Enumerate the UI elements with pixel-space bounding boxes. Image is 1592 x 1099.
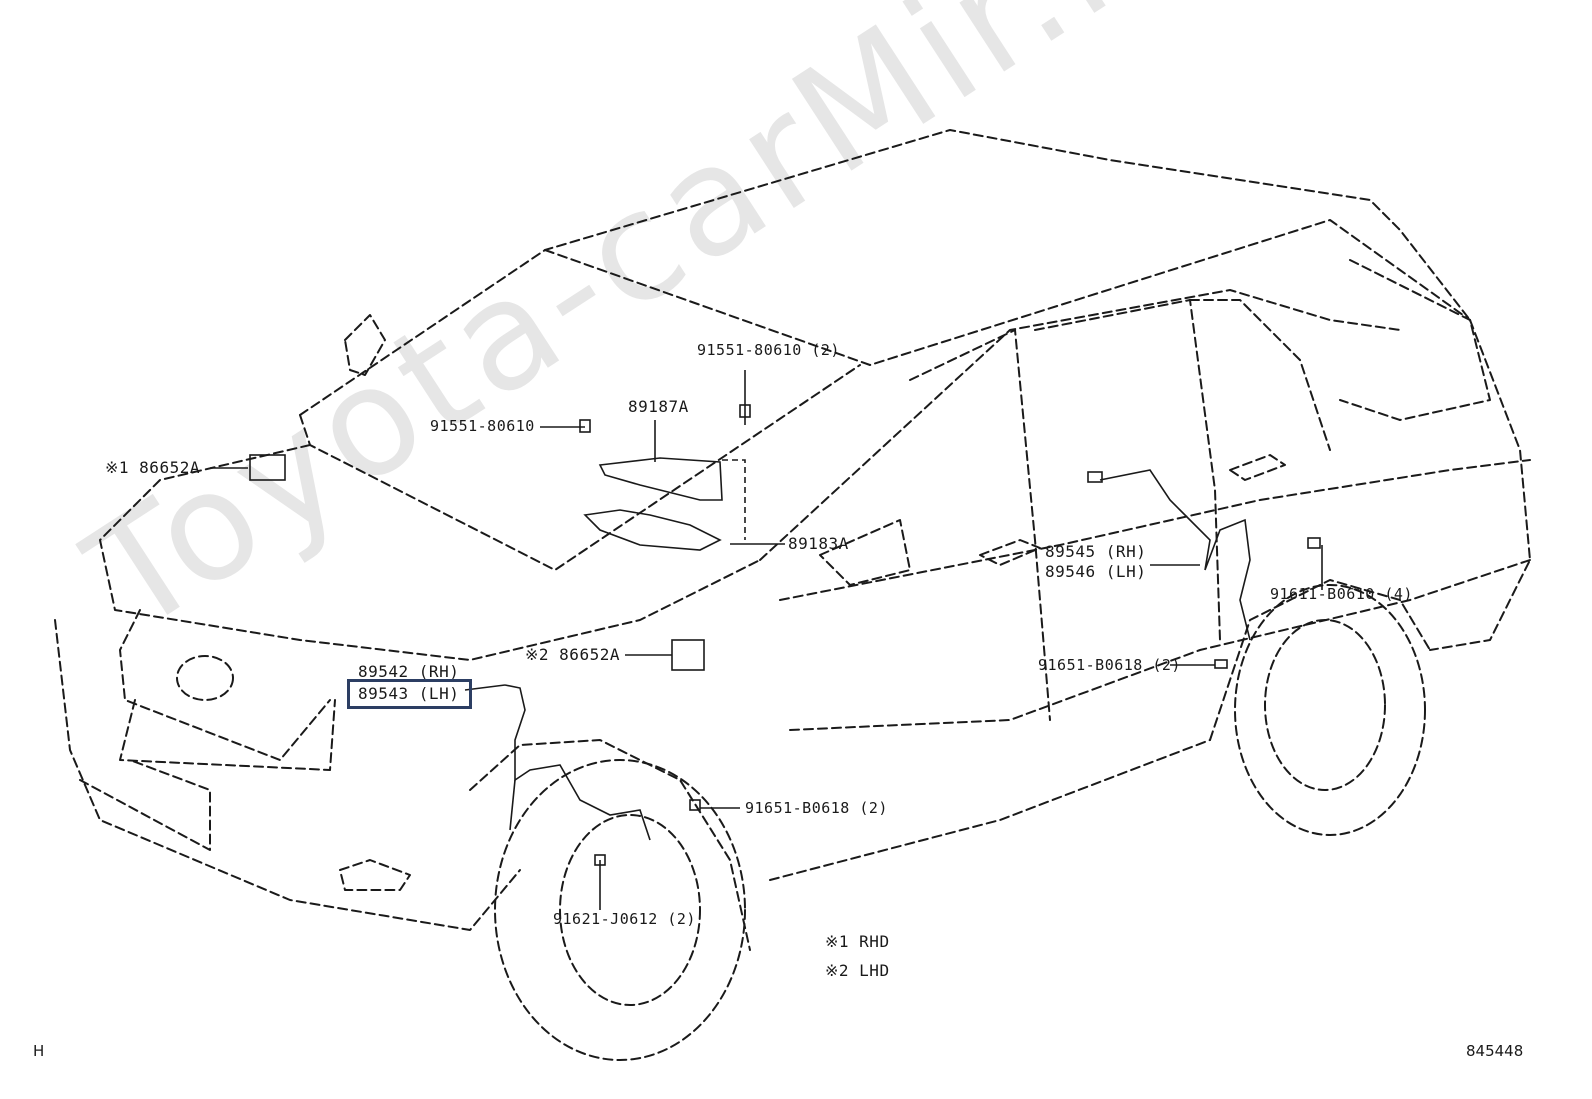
label-286652a: ※2 86652A [525,645,620,664]
bumper-lower [79,759,211,851]
ecu-bracket [598,457,723,501]
highlight-box-89543 [347,679,472,709]
diagram-number: 845448 [1466,1042,1524,1060]
front-sensor-harness [504,684,651,841]
label-89542: 89542 (RH) [358,662,460,681]
fog-lamp [339,859,411,891]
door-handle-front [979,539,1041,566]
ecu-module [583,509,722,551]
right-mirror [819,519,911,586]
label-89545: 89545 (RH) [1045,542,1147,561]
label-91551-80610-2: 91551-80610 (2) [697,341,840,359]
rear-wheel-inner [1264,619,1386,791]
side-body-mid [779,459,1531,601]
side-lower [769,739,1211,881]
front-bumper [54,619,521,931]
hood-front [119,609,331,761]
hood-outline [99,444,761,661]
label-89187a: 89187A [628,397,689,416]
side-body-top [759,289,1401,561]
side-sill [789,559,1531,731]
label-91621-j0612: 91621-J0612 (2) [553,910,696,928]
rear-wheel-outer [1234,584,1426,836]
relay-286652a [671,639,705,671]
label-89183a: 89183A [788,534,849,553]
label-89543: 89543 (LH) [358,684,460,703]
label-186652a: ※1 86652A [105,458,200,477]
label-89546: 89546 (LH) [1045,562,1147,581]
rear-window [1339,259,1491,421]
left-mirror [344,314,386,376]
front-wheel-inner [559,814,701,1006]
rear-body [1429,319,1531,651]
legend-lhd: ※2 LHD [825,961,890,980]
relay-186652a [249,454,286,481]
windshield [299,364,861,571]
legend-rhd: ※1 RHD [825,932,890,951]
label-91651-b0618-rear: 91651-B0618 (2) [1038,656,1181,674]
label-91611-b0610: 91611-B0610 (4) [1270,585,1413,603]
corner-letter: H [33,1042,45,1060]
emblem [176,655,234,701]
front-wheel-arch [469,739,751,951]
rear-sensor-harness [1099,469,1251,641]
front-wheel-outer [494,759,746,1061]
rear-wheel-arch [1209,579,1431,741]
label-91651-b0618-front: 91651-B0618 (2) [745,799,888,817]
roof-rear [544,219,1471,366]
front-door [909,329,1051,721]
label-91551-80610: 91551-80610 [430,417,535,435]
grille [119,699,336,771]
roof-outline [299,129,1471,416]
door-handle-rear [1229,454,1286,481]
rear-door [1034,299,1221,641]
rear-quarter [1189,299,1331,451]
